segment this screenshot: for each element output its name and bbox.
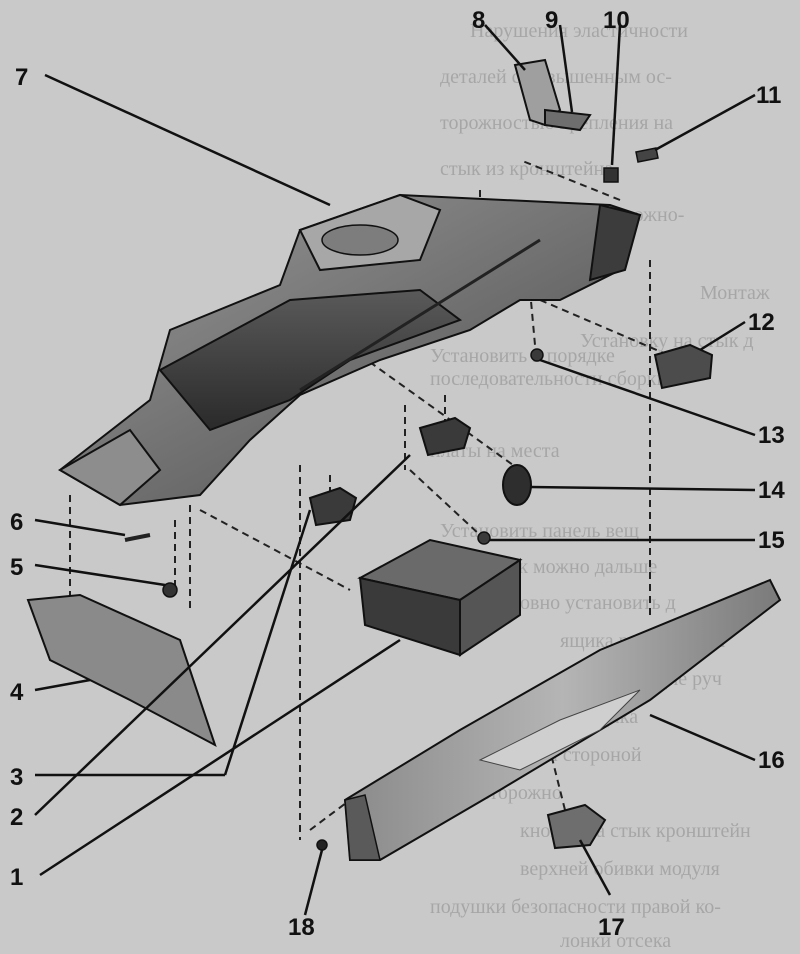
pin-part-18 xyxy=(316,839,328,851)
leader-line-17 xyxy=(578,839,612,896)
callout-5: 5 xyxy=(10,554,23,581)
leader-line-16 xyxy=(649,713,756,762)
guide-line xyxy=(529,289,536,346)
callout-11: 11 xyxy=(756,82,781,109)
lock-part-17 xyxy=(546,803,607,850)
guide-line xyxy=(539,299,681,361)
leader-line-1 xyxy=(39,638,401,877)
callout-17: 17 xyxy=(598,914,625,941)
lid-handle-recess xyxy=(478,689,641,771)
leader-line-9 xyxy=(558,24,574,113)
callout-16: 16 xyxy=(758,747,785,774)
guide-line xyxy=(309,799,351,831)
box-part-1 xyxy=(357,538,523,657)
callout-2: 2 xyxy=(10,804,23,831)
leader-line-3b xyxy=(223,509,312,776)
cap-part-14 xyxy=(502,464,532,506)
housing-left-bracket xyxy=(58,428,162,507)
callout-1: 1 xyxy=(10,864,23,891)
callout-9: 9 xyxy=(545,7,558,34)
leader-line-2 xyxy=(34,454,411,816)
leader-lines xyxy=(34,24,756,916)
callout-13: 13 xyxy=(758,422,785,449)
glovebox-housing xyxy=(58,193,642,507)
leader-line-6 xyxy=(34,518,126,537)
callout-14: 14 xyxy=(758,477,785,504)
leader-line-12 xyxy=(699,320,746,352)
housing-cavity xyxy=(158,288,463,432)
housing-round-recess xyxy=(321,224,399,256)
callout-4: 4 xyxy=(10,679,24,706)
clip-part-10 xyxy=(603,167,619,183)
guide-line xyxy=(409,469,481,536)
callout-15: 15 xyxy=(758,527,785,554)
bracket-part-9 xyxy=(544,108,592,132)
leader-line-14 xyxy=(529,485,756,492)
housing-right-end xyxy=(588,203,642,282)
module-part-12 xyxy=(653,343,714,390)
box-side xyxy=(459,558,521,657)
leader-line-13 xyxy=(539,358,756,437)
guide-line xyxy=(519,159,621,201)
clip-part-5 xyxy=(162,582,178,598)
leader-line-18 xyxy=(303,849,324,916)
glovebox-lid-part-16 xyxy=(343,578,782,861)
lid-hinge xyxy=(344,794,381,861)
callout-10: 10 xyxy=(603,7,630,34)
guide-line xyxy=(359,354,521,471)
callout-12: 12 xyxy=(748,309,775,336)
leader-line-4 xyxy=(34,678,91,692)
switch-part-3 xyxy=(308,486,358,527)
callout-18: 18 xyxy=(288,914,315,941)
leader-line-5 xyxy=(34,563,166,587)
callout-7: 7 xyxy=(15,64,28,91)
callout-3: 3 xyxy=(10,764,23,791)
leader-line-7 xyxy=(44,73,331,207)
housing-rod xyxy=(299,238,541,392)
screw-part-6 xyxy=(124,533,151,542)
callout-8: 8 xyxy=(472,7,485,34)
leader-line-8 xyxy=(484,24,526,71)
screw-part-15 xyxy=(477,531,491,545)
leader-line-11 xyxy=(654,93,756,152)
screw-part-13 xyxy=(530,348,544,362)
callout-labels: 1 2 3 4 5 6 7 8 9 10 11 12 13 14 15 16 1… xyxy=(10,7,785,941)
screw-part-11 xyxy=(635,147,659,163)
lamp-part-2 xyxy=(418,416,472,457)
side-cover-part-4 xyxy=(26,593,217,748)
guide-line xyxy=(199,509,351,591)
leader-line-10 xyxy=(610,24,622,166)
callout-6: 6 xyxy=(10,509,23,536)
